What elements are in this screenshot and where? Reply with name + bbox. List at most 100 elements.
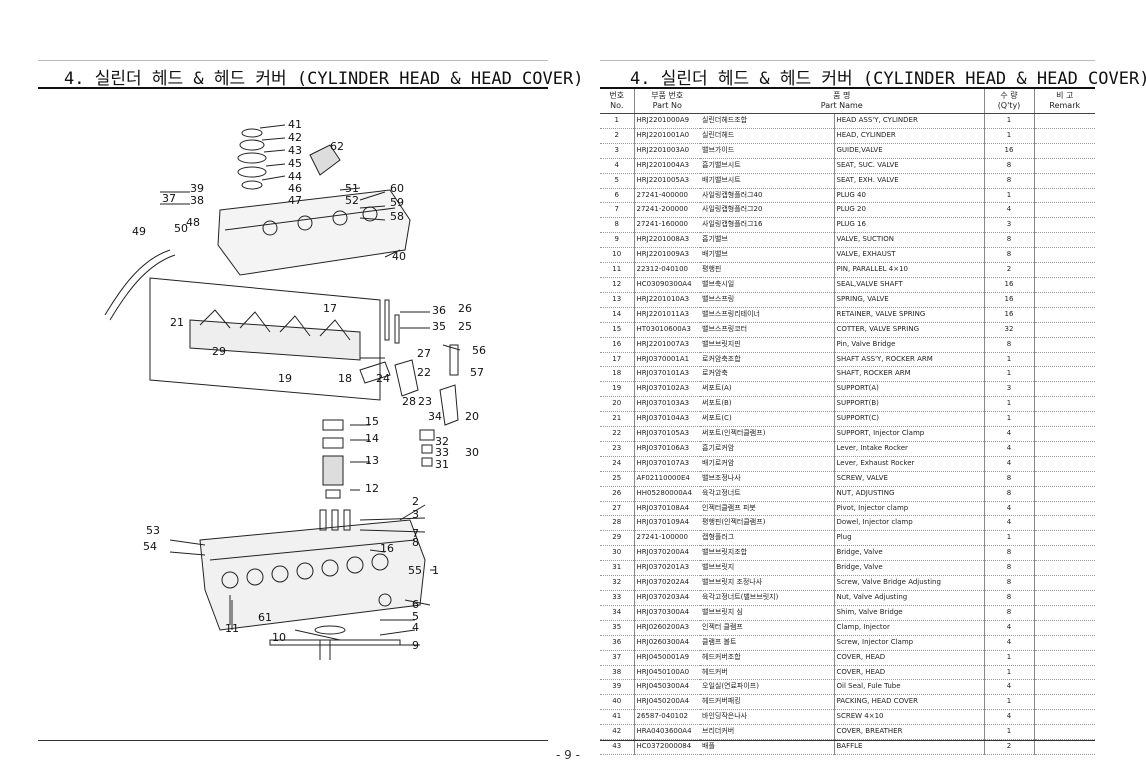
callout-label: 16 [380, 542, 394, 555]
row-name-ko: 클램프 볼트 [700, 635, 835, 651]
row-no: 43 [600, 739, 635, 755]
left-page-title: 4. 실린더 헤드 & 헤드 커버 (CYLINDER HEAD & HEAD … [64, 69, 584, 89]
callout-label: 35 [432, 320, 446, 333]
row-part-no: HRJ2201000A9 [634, 113, 700, 129]
row-name-ko: 사일링캡형플러그20 [700, 202, 835, 219]
row-name-ko: 바인딩작은나사 [700, 709, 835, 726]
callout-label: 38 [190, 194, 204, 207]
row-no: 2 [600, 128, 635, 144]
callout-label: 51 [345, 182, 359, 195]
row-qty: 4 [984, 501, 1035, 517]
row-no: 32 [600, 575, 635, 591]
row-no: 17 [600, 352, 635, 368]
row-qty: 1 [984, 396, 1035, 413]
callout-label: 47 [288, 194, 302, 207]
row-qty: 8 [984, 486, 1035, 502]
row-name-en: SUPPORT(B) [834, 396, 985, 413]
right-bottom-rule [600, 740, 1095, 741]
row-no: 9 [600, 232, 635, 249]
right-title-rule [600, 87, 1095, 89]
row-part-no: 27241-100000 [634, 530, 700, 547]
callout-label: 22 [417, 366, 431, 379]
row-part-no: HRJ0370300A4 [634, 605, 700, 621]
row-remark [1034, 292, 1095, 308]
row-qty: 16 [984, 307, 1035, 323]
callout-label: 52 [345, 194, 359, 207]
row-part-no: HH05280000A4 [634, 486, 700, 502]
row-name-ko: 밸브브릿지 심 [700, 605, 835, 621]
row-remark [1034, 441, 1095, 457]
row-qty: 4 [984, 202, 1035, 219]
row-remark [1034, 426, 1095, 442]
callout-label: 46 [288, 182, 302, 195]
row-name-ko: 밸브가이드 [700, 143, 835, 159]
row-remark [1034, 337, 1095, 353]
row-part-no: HRJ2201003A0 [634, 143, 700, 159]
row-remark [1034, 411, 1095, 428]
row-qty: 8 [984, 590, 1035, 606]
callout-label: 31 [435, 458, 449, 471]
row-remark [1034, 590, 1095, 606]
row-part-no: HRA0403600A4 [634, 724, 700, 741]
row-part-no: HRJ0260300A4 [634, 635, 700, 651]
row-name-ko: 헤드커버 [700, 665, 835, 681]
row-remark [1034, 456, 1095, 472]
callout-label: 7 [412, 527, 419, 540]
row-remark [1034, 188, 1095, 204]
row-part-no: AF02110000E4 [634, 471, 700, 487]
row-name-en: SCREW, VALVE [834, 471, 985, 487]
row-remark [1034, 501, 1095, 517]
row-qty: 4 [984, 426, 1035, 442]
row-remark [1034, 650, 1095, 666]
row-remark [1034, 322, 1095, 338]
row-qty: 4 [984, 679, 1035, 696]
row-part-no: HRJ0370202A4 [634, 575, 700, 591]
row-remark [1034, 366, 1095, 383]
callout-label: 48 [186, 216, 200, 229]
callout-label: 39 [190, 182, 204, 195]
row-no: 13 [600, 292, 635, 308]
row-name-ko: 실린더헤드조합 [700, 113, 835, 129]
row-name-ko: 밸브브릿지 [700, 560, 835, 577]
callout-label: 57 [470, 366, 484, 379]
row-part-no: HRJ2201008A3 [634, 232, 700, 249]
row-qty: 2 [984, 739, 1035, 755]
callout-label: 58 [390, 210, 404, 223]
row-qty: 2 [984, 262, 1035, 278]
row-name-ko: 오일실(연료파이프) [700, 679, 835, 696]
row-name-en: Bridge, Valve [834, 560, 985, 577]
row-qty: 1 [984, 352, 1035, 368]
row-qty: 1 [984, 128, 1035, 144]
row-remark [1034, 352, 1095, 368]
row-name-en: SUPPORT(A) [834, 381, 985, 398]
row-qty: 8 [984, 173, 1035, 189]
row-name-ko: 평행핀(인젝터클램프) [700, 515, 835, 532]
row-name-ko: 헤드커버패킹 [700, 694, 835, 711]
row-no: 39 [600, 679, 635, 696]
row-qty: 8 [984, 158, 1035, 174]
row-part-no: HRJ0450001A9 [634, 650, 700, 666]
row-part-no: HRJ0370200A4 [634, 545, 700, 562]
row-remark [1034, 545, 1095, 562]
row-name-en: SEAT, EXH. VALVE [834, 173, 985, 189]
row-qty: 1 [984, 366, 1035, 383]
callout-label: 33 [435, 446, 449, 459]
row-no: 21 [600, 411, 635, 428]
row-no: 38 [600, 665, 635, 681]
row-remark [1034, 217, 1095, 234]
callout-label: 43 [288, 144, 302, 157]
row-remark [1034, 665, 1095, 681]
row-name-ko: 평행핀 [700, 262, 835, 278]
callout-label: 42 [288, 131, 302, 144]
row-remark [1034, 694, 1095, 711]
row-part-no: HRJ0450100A0 [634, 665, 700, 681]
